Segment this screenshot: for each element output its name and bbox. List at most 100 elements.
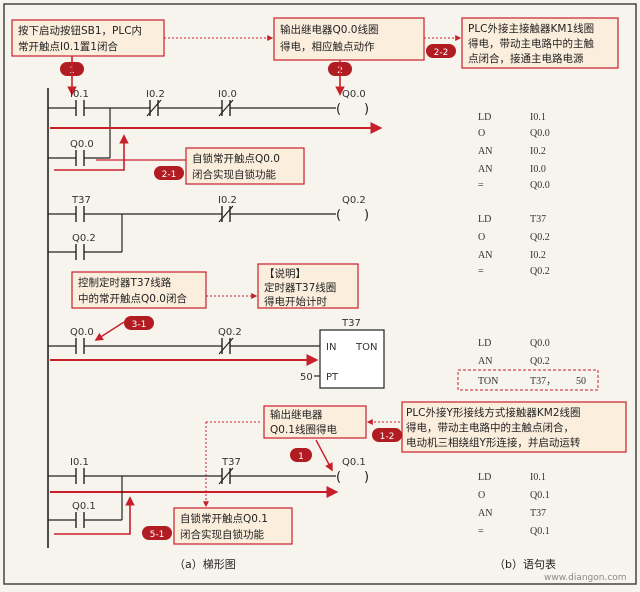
callout-self-lock-1: 自锁常开触点Q0.0 闭合实现自锁功能 2-1 [96, 147, 305, 185]
rung-2: T37 I0.2 ( ) Q0.2 Q0.2 [48, 195, 369, 260]
callout-y-contactor: PLC外接Y形接线方式接触器KM2线圈 得电，带动主电路中的主触点闭合， 电动机… [401, 401, 627, 453]
stl-op-12: LD [478, 472, 491, 483]
svg-text:Q0.2: Q0.2 [342, 195, 366, 206]
stl-op-7: AN [478, 250, 492, 261]
svg-text:): ) [364, 208, 369, 223]
stl-op-13: O [478, 490, 485, 501]
callout-explanation: 【说明】 定时器T37线圈 得电开始计时 [257, 263, 359, 309]
callout-main-contactor-line2: 得电，带动主电路中的主触 [468, 37, 594, 50]
svg-text:TON: TON [355, 342, 377, 353]
svg-text:电动机三相绕组Y形连接，并启动运转: 电动机三相绕组Y形连接，并启动运转 [406, 436, 581, 449]
stl-op-9: LD [478, 338, 491, 349]
stl-op-4: = [478, 180, 484, 191]
stl-arg-1: Q0.0 [530, 128, 550, 139]
svg-text:(: ( [336, 470, 341, 485]
caption-ladder: （a）梯形图 [174, 558, 236, 571]
svg-text:输出继电器: 输出继电器 [270, 408, 323, 421]
timer-block-t37 [319, 329, 385, 389]
stl-arg-8: Q0.2 [530, 266, 550, 277]
svg-text:1: 1 [298, 452, 304, 462]
callout-start-button-line2: 常开触点I0.1置1闭合 [18, 40, 118, 53]
stl-op-5: LD [478, 214, 491, 225]
stl-op-1: O [478, 128, 485, 139]
svg-text:3-1: 3-1 [132, 320, 147, 330]
stl-op-2: AN [478, 146, 492, 157]
callout-start-button-line1: 按下启动按钮SB1，PLC内 [18, 24, 142, 37]
badge-1-2: 1-2 [372, 428, 402, 442]
rung1-branch-q00: Q0.0 [70, 139, 94, 150]
svg-text:闭合实现自锁功能: 闭合实现自锁功能 [192, 168, 276, 181]
stl-op-15: = [478, 526, 484, 537]
rung1-contact-i00: I0.0 [218, 89, 237, 100]
stl-arg-6: Q0.2 [530, 232, 550, 243]
stl-arg-11: T37， [530, 376, 556, 387]
caption-stl: （b）语句表 [494, 557, 556, 571]
stl-arg-7: I0.2 [530, 250, 546, 261]
svg-text:(: ( [336, 208, 341, 223]
rung-4: I0.1 T37 ( ) Q0.1 Q0.1 [48, 457, 369, 535]
svg-text:自锁常开触点Q0.1: 自锁常开触点Q0.1 [180, 512, 268, 525]
stl-op-6: O [478, 232, 485, 243]
svg-text:1-2: 1-2 [380, 432, 395, 442]
rung1-coil-q00: Q0.0 [342, 89, 366, 100]
svg-text:2-2: 2-2 [434, 48, 449, 58]
stl-arg-10: Q0.2 [530, 356, 550, 367]
stl-arg-5: T37 [530, 214, 546, 225]
svg-text:Q0.1线圈得电: Q0.1线圈得电 [270, 423, 337, 436]
stl-arg-15: Q0.1 [530, 526, 550, 537]
svg-text:): ) [364, 470, 369, 485]
svg-text:PT: PT [326, 372, 339, 383]
svg-text:中的常开触点Q0.0闭合: 中的常开触点Q0.0闭合 [78, 292, 187, 305]
callout-self-lock-2: 自锁常开触点Q0.1 闭合实现自锁功能 5-1 [142, 507, 293, 545]
svg-text:得电，带动主电路中的主触点闭合，: 得电，带动主电路中的主触点闭合， [406, 421, 574, 434]
svg-text:I0.2: I0.2 [218, 195, 237, 206]
svg-text:Q0.0: Q0.0 [70, 327, 94, 338]
rung-3: Q0.0 Q0.2 T37 IN TON PT 50 [48, 318, 385, 389]
stl-arg-13: Q0.1 [530, 490, 550, 501]
svg-text:50: 50 [300, 372, 313, 383]
stl-arg-2: I0.2 [530, 146, 546, 157]
rung1-contact-i02: I0.2 [146, 89, 165, 100]
svg-text:【说明】: 【说明】 [264, 267, 306, 280]
svg-text:Q0.2: Q0.2 [218, 327, 242, 338]
stl-op-0: LD [478, 112, 491, 123]
stl-arg-14: T37 [530, 508, 546, 519]
svg-text:T37: T37 [341, 318, 361, 329]
stl-arg-9: Q0.0 [530, 338, 550, 349]
callout-output-relay-line1: 输出继电器Q0.0线圈 [280, 23, 378, 36]
rung-1: I0.1 I0.2 I0.0 ( ) Q0.0 Q0.0 [48, 89, 383, 171]
svg-text:定时器T37线圈: 定时器T37线圈 [264, 281, 336, 294]
svg-text:2-1: 2-1 [162, 170, 177, 180]
svg-text:PLC外接Y形接线方式接触器KM2线圈: PLC外接Y形接线方式接触器KM2线圈 [406, 406, 581, 419]
stl-arg-3: I0.0 [530, 164, 546, 175]
stl-op-10: AN [478, 356, 492, 367]
rung1-contact-i01: I0.1 [70, 89, 89, 100]
ton-highlight [457, 369, 599, 391]
stl-arg-4: Q0.0 [530, 180, 550, 191]
callout-output-relay-line2: 得电，相应触点动作 [280, 40, 375, 53]
callout-output-relay: 输出继电器Q0.0线圈 得电，相应触点动作 [273, 17, 425, 61]
callout-main-contactor-line1: PLC外接主接触器KM1线圈 [468, 22, 594, 35]
svg-text:): ) [364, 102, 369, 117]
badge-2-2: 2-2 [426, 44, 456, 58]
svg-text:闭合实现自锁功能: 闭合实现自锁功能 [180, 528, 264, 541]
stl-arg2-11: 50 [576, 376, 586, 387]
stl-op-11: TON [478, 376, 498, 387]
stl-arg-12: I0.1 [530, 472, 546, 483]
stl-op-3: AN [478, 164, 492, 175]
callout-timer-contact: 控制定时器T37线路 中的常开触点Q0.0闭合 [71, 271, 207, 309]
callout-main-contactor-line3: 点闭合，接通主电路电源 [468, 52, 584, 65]
callout-start-button: 按下启动按钮SB1，PLC内 常开触点I0.1置1闭合 [11, 19, 165, 57]
callout-main-contactor: PLC外接主接触器KM1线圈 得电，带动主电路中的主触 点闭合，接通主电路电源 [461, 17, 619, 69]
svg-text:T37: T37 [221, 457, 241, 468]
svg-text:Q0.1: Q0.1 [342, 457, 366, 468]
svg-text:控制定时器T37线路: 控制定时器T37线路 [78, 276, 172, 289]
badge-1b: 1 [290, 448, 312, 462]
watermark: www.diangon.com [544, 573, 627, 583]
svg-text:5-1: 5-1 [150, 530, 165, 540]
svg-text:(: ( [336, 102, 341, 117]
callout-output-q01: 输出继电器 Q0.1线圈得电 [263, 405, 367, 439]
